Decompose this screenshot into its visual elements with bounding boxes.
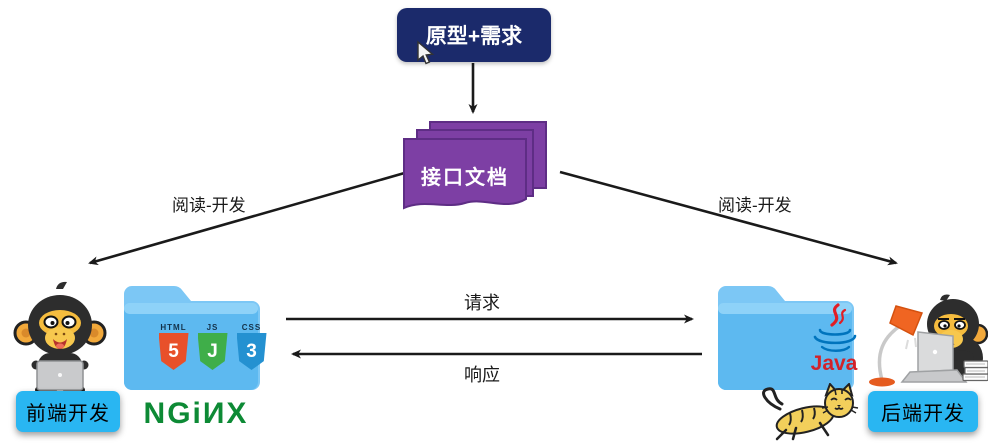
html5-badge-label: HTML — [160, 323, 187, 332]
tomcat-logo — [762, 383, 859, 441]
frontend-role-label: 前端开发 — [26, 403, 110, 425]
frontend-folder-icon — [124, 286, 260, 390]
read-develop-left-label: 阅读-开发 — [172, 196, 246, 215]
frontend-role-badge: 前端开发 — [16, 391, 120, 432]
backend-folder-icon — [718, 286, 854, 390]
api-doc-label: 接口文档 — [421, 167, 509, 189]
css3-shield-icon: 3 — [236, 333, 267, 370]
html5-shield-icon: 5 — [158, 333, 189, 370]
backend-role-badge: 后端开发 — [868, 391, 978, 432]
nginx-logo: NGiИX — [143, 397, 249, 430]
java-logo-icon — [813, 303, 857, 352]
mouse-cursor-icon — [417, 40, 435, 65]
api-doc-sheets — [403, 121, 547, 210]
request-label: 请求 — [464, 293, 500, 313]
js-badge: JS J — [197, 323, 228, 370]
js-shield-icon: J — [197, 333, 228, 370]
js-badge-label: JS — [206, 323, 219, 332]
response-label: 响应 — [464, 365, 500, 385]
arrow-doc-to-backend — [559, 170, 898, 266]
java-logo-label: Java — [810, 352, 858, 375]
arrow-doc-to-frontend — [88, 170, 409, 266]
backend-monkey-image — [869, 294, 988, 387]
frontend-monkey-image — [13, 281, 107, 396]
css3-badge: CSS 3 — [236, 323, 267, 370]
frontend-tech-badges: HTML 5 JS J CSS 3 — [158, 323, 267, 370]
read-develop-right-label: 阅读-开发 — [718, 196, 792, 215]
api-doc-stack: 接口文档 — [403, 121, 551, 215]
html5-badge: HTML 5 — [158, 323, 189, 370]
css3-badge-label: CSS — [241, 323, 262, 332]
backend-role-label: 后端开发 — [881, 403, 965, 425]
prototype-requirements-label: 原型+需求 — [425, 25, 523, 48]
